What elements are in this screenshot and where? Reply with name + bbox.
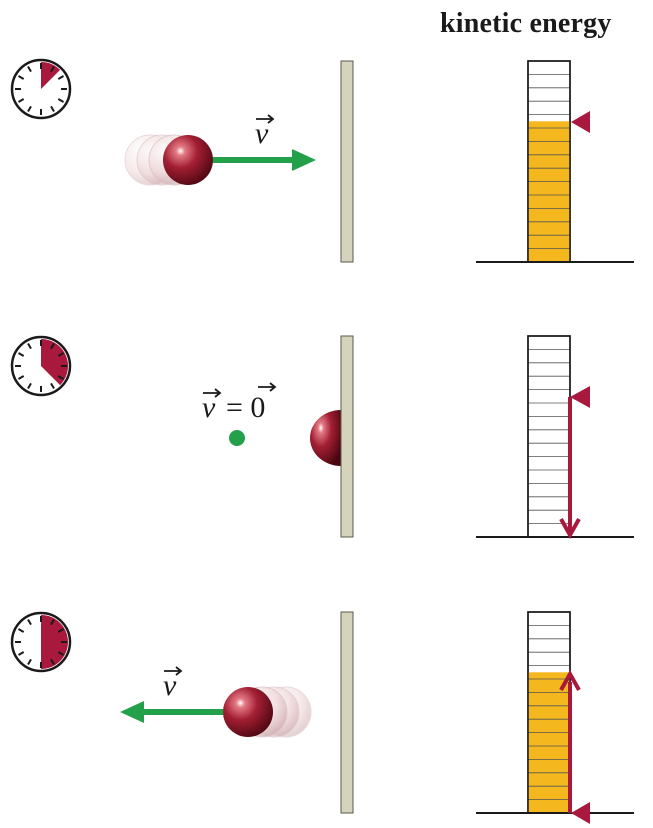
clock-tick — [50, 618, 55, 626]
clock-tick — [57, 375, 65, 380]
panel-2: v = 0 — [10, 335, 634, 540]
vector-arrow-mark — [256, 114, 275, 124]
velocity-label: v — [163, 669, 177, 702]
clock-tick — [17, 75, 25, 80]
clock-sector — [41, 62, 61, 89]
energy-bar-fill — [528, 121, 570, 262]
energy-bar — [527, 335, 571, 538]
velocity-label: v — [255, 117, 269, 150]
clock-tick — [57, 651, 65, 656]
clock-tick — [27, 342, 32, 350]
energy-marker — [570, 386, 590, 408]
clock-icon — [10, 58, 72, 120]
energy-bar-fill — [528, 672, 570, 813]
vector-arrow-mark — [164, 666, 183, 676]
clock-tick — [27, 382, 32, 390]
clock-tick — [50, 342, 55, 350]
clock-tick — [17, 651, 25, 656]
energy-bar — [527, 60, 571, 263]
clock-tick — [17, 352, 25, 357]
clock-tick — [17, 628, 25, 633]
clock-tick — [50, 105, 55, 113]
ball — [223, 687, 273, 737]
clock-tick — [57, 98, 65, 103]
panel-3: v — [10, 611, 634, 824]
clock-tick — [57, 75, 65, 80]
velocity-arrowhead — [292, 149, 316, 171]
vector-arrow-mark — [258, 382, 277, 392]
clock-tick — [57, 352, 65, 357]
title: kinetic energy — [440, 8, 612, 39]
wall — [340, 60, 354, 263]
clock-tick — [27, 65, 32, 73]
clock-tick — [27, 618, 32, 626]
ball — [163, 135, 213, 185]
velocity-zero-label: = 0 — [226, 391, 265, 424]
clock-tick — [50, 382, 55, 390]
clock-tick — [27, 658, 32, 666]
wall — [340, 335, 354, 538]
energy-increase-arrowhead — [559, 669, 581, 691]
clock-tick — [17, 375, 25, 380]
wall — [340, 611, 354, 814]
clock-icon — [10, 611, 72, 673]
clock-sector — [41, 339, 69, 386]
energy-bar — [527, 611, 571, 814]
velocity-label: v — [202, 391, 216, 424]
velocity-arrowhead — [120, 701, 144, 723]
energy-bar-frame — [527, 335, 571, 538]
vector-arrow-mark — [203, 388, 222, 398]
clock-tick — [57, 628, 65, 633]
clock-tick — [27, 105, 32, 113]
clock-tick — [50, 658, 55, 666]
clock-tick — [50, 65, 55, 73]
clock-icon — [10, 335, 72, 397]
velocity-zero-dot — [229, 430, 245, 446]
clock-sector — [41, 615, 68, 669]
ball-compressed — [310, 410, 341, 466]
energy-marker — [571, 111, 590, 133]
panel-1: v — [10, 58, 634, 263]
energy-marker — [571, 802, 590, 824]
clock-tick — [17, 98, 25, 103]
energy-decrease-arrowhead — [559, 518, 581, 540]
